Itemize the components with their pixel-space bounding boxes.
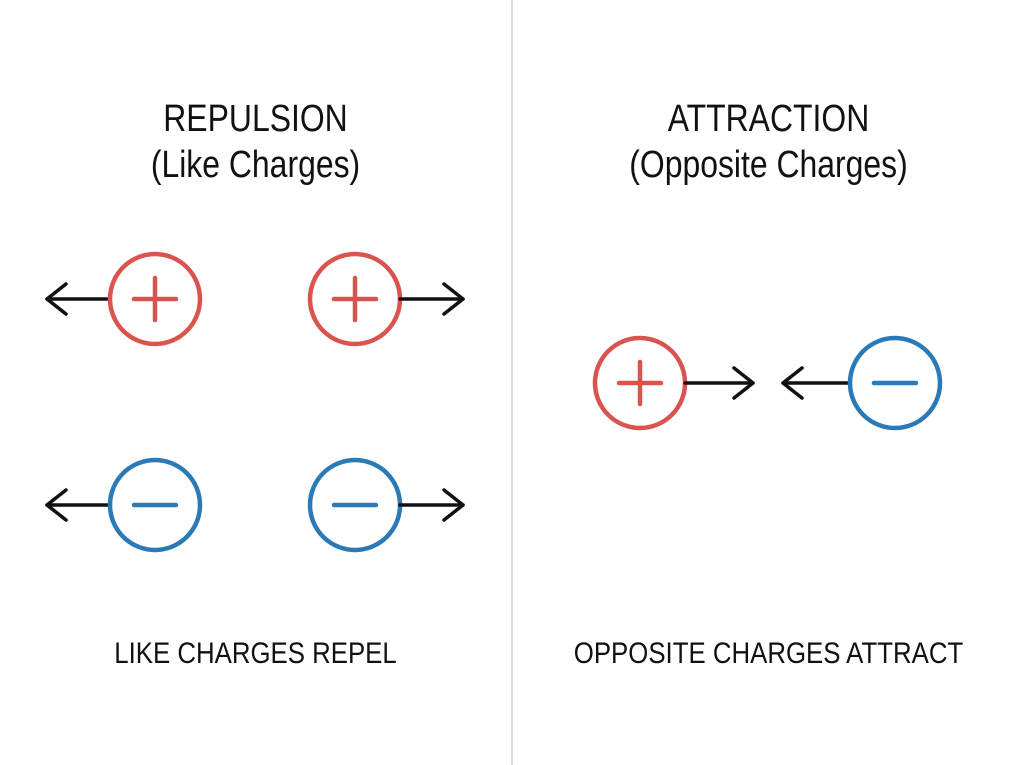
attraction-caption: OPPOSITE CHARGES ATTRACT <box>573 637 964 670</box>
arrow-left-icon-head <box>45 488 68 522</box>
arrow-right-icon <box>683 366 755 400</box>
repulsion-subtitle: (Like Charges) <box>150 144 361 186</box>
arrow-left-icon <box>45 282 112 316</box>
arrow-left-icon-head <box>45 282 68 316</box>
negative-charge <box>847 335 943 431</box>
arrow-left-icon-head <box>781 366 804 400</box>
arrow-right-icon-head <box>732 366 755 400</box>
positive-charge <box>307 251 403 347</box>
positive-charge <box>107 251 203 347</box>
panel-divider <box>511 0 513 765</box>
repulsion-title: REPULSION <box>163 98 348 140</box>
positive-charge <box>592 335 688 431</box>
repulsion-panel: REPULSION (Like Charges) LIKE CHARGES RE… <box>0 0 511 765</box>
arrow-right-icon <box>398 282 465 316</box>
negative-charge <box>107 457 203 553</box>
attraction-title: ATTRACTION <box>667 98 870 140</box>
repulsion-caption: LIKE CHARGES REPEL <box>114 637 397 670</box>
negative-charge <box>307 457 403 553</box>
arrow-right-icon <box>398 488 465 522</box>
arrow-right-icon-head <box>442 488 465 522</box>
arrow-left-icon <box>781 366 852 400</box>
attraction-subtitle: (Opposite Charges) <box>629 144 908 186</box>
attraction-panel: ATTRACTION (Opposite Charges) OPPOSITE C… <box>513 0 1024 765</box>
arrow-left-icon <box>45 488 112 522</box>
arrow-right-icon-head <box>442 282 465 316</box>
